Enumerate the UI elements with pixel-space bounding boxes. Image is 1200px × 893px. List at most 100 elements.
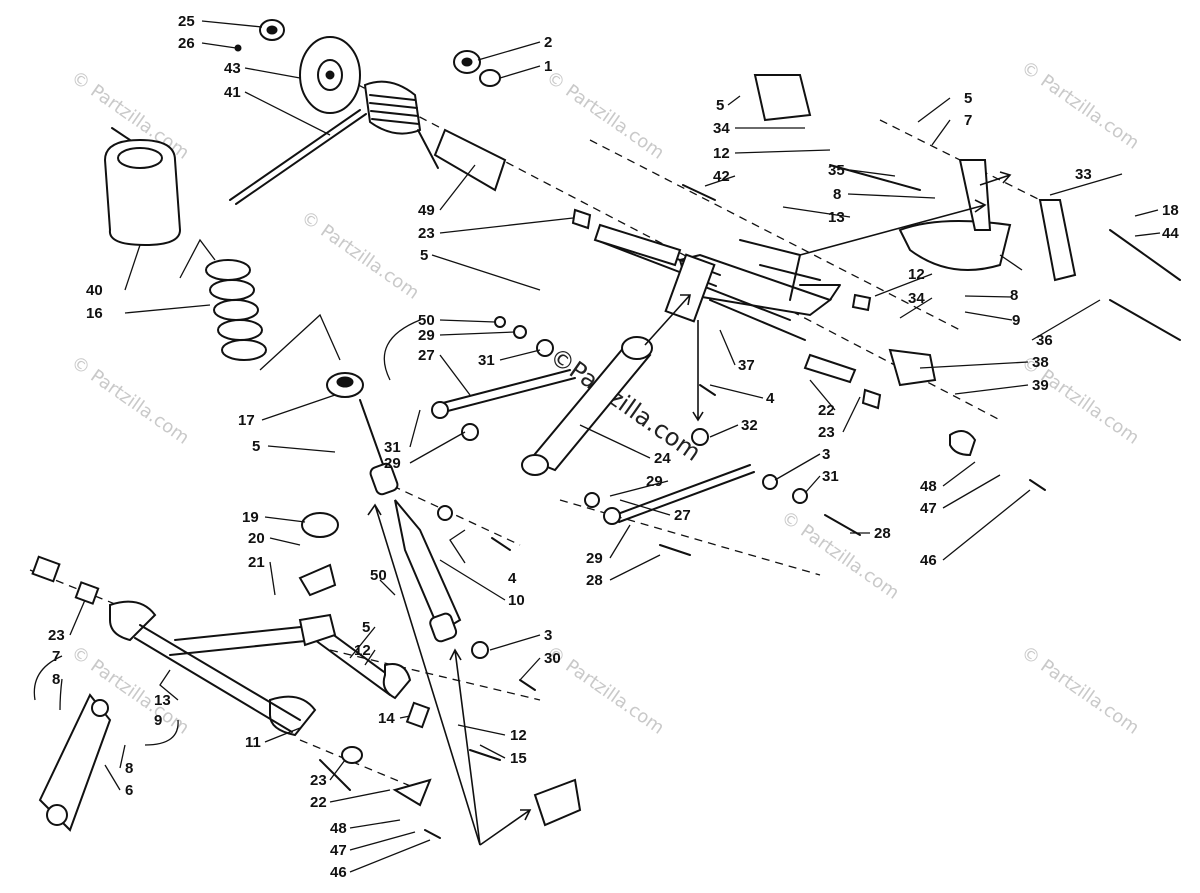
- callout-label: 23: [418, 225, 435, 242]
- callout-label: 35: [828, 162, 845, 179]
- shafts-and-tubes: [433, 128, 1181, 410]
- callout-label: 28: [586, 572, 603, 589]
- assembly-arrows: [367, 171, 1012, 846]
- callout-label: 38: [1032, 354, 1049, 371]
- callout-label: 33: [1075, 166, 1092, 183]
- callout-label: 3: [822, 446, 830, 463]
- shock-boot: [103, 127, 182, 247]
- watermark: © Partzilla.com: [542, 67, 668, 164]
- callout-label: 24: [654, 450, 671, 467]
- callout-label: 39: [1032, 377, 1049, 394]
- callout-label: 7: [964, 112, 972, 129]
- callout-label: 3: [544, 627, 552, 644]
- callout-label: 7: [52, 648, 60, 665]
- callout-label: 17: [238, 412, 255, 429]
- callout-label: 4: [766, 390, 775, 407]
- callout-label: 47: [920, 500, 937, 517]
- callout-label: 8: [52, 671, 60, 688]
- callout-label: 9: [154, 712, 162, 729]
- callout-label: 27: [418, 347, 435, 364]
- callout-label: 19: [242, 509, 259, 526]
- callout-label: 8: [1010, 287, 1018, 304]
- callout-label: 32: [741, 417, 758, 434]
- callout-label: 44: [1162, 225, 1179, 242]
- callout-label: 12: [908, 266, 925, 283]
- lower-arm-assembly: [31, 512, 582, 832]
- watermark: © Partzilla.com: [297, 207, 423, 304]
- callout-label: 2: [544, 34, 552, 51]
- callout-label: 40: [86, 282, 103, 299]
- callout-label: 42: [713, 168, 730, 185]
- callout-label: 8: [833, 186, 841, 203]
- coil-spring: [179, 238, 341, 371]
- callout-label: 48: [330, 820, 347, 837]
- callout-label: 12: [713, 145, 730, 162]
- callout-label: 48: [920, 478, 937, 495]
- callout-label: 5: [252, 438, 260, 455]
- front-arm-assembly: [595, 229, 841, 341]
- watermark: © Partzilla.com: [542, 642, 668, 739]
- callout-label: 13: [828, 209, 845, 226]
- callout-label: 14: [378, 710, 395, 727]
- callout-label: 46: [330, 864, 347, 881]
- callout-label: 36: [1036, 332, 1053, 349]
- callout-label: 12: [354, 642, 371, 659]
- callout-label: 31: [822, 468, 839, 485]
- callout-label: 16: [86, 305, 103, 322]
- callout-label: 46: [920, 552, 937, 569]
- callout-label: 9: [1012, 312, 1020, 329]
- callout-label: 34: [908, 290, 925, 307]
- callout-label: 31: [384, 439, 401, 456]
- callout-label: 10: [508, 592, 525, 609]
- callout-label: 50: [370, 567, 387, 584]
- callout-label: 20: [248, 530, 265, 547]
- leader-lines: [33, 20, 1161, 873]
- rear-shock: [326, 372, 462, 643]
- callout-label: 23: [818, 424, 835, 441]
- callout-label: 25: [178, 13, 195, 30]
- callout-label: 26: [178, 35, 195, 52]
- callout-label: 23: [310, 772, 327, 789]
- callout-label: 23: [48, 627, 65, 644]
- links-and-bolts: [424, 316, 1046, 839]
- callout-label: 47: [330, 842, 347, 859]
- callout-label: 6: [125, 782, 133, 799]
- callout-label: 22: [310, 794, 327, 811]
- callout-label: 5: [964, 90, 972, 107]
- callout-label: 50: [418, 312, 435, 329]
- watermark: © Partzilla.com: [1017, 57, 1143, 154]
- watermark: © Partzilla.com: [67, 352, 193, 449]
- watermark: © Partzilla.com: [777, 507, 903, 604]
- callout-label: 4: [508, 570, 517, 587]
- callout-label: 5: [420, 247, 428, 264]
- front-shock: [521, 336, 653, 476]
- idler-wheel-assembly: [234, 19, 501, 114]
- callout-label: 15: [510, 750, 527, 767]
- watermark: © Partzilla.com: [1017, 642, 1143, 739]
- callout-label: 29: [586, 550, 603, 567]
- callout-labels: 25 26 43 41 2 1 5 34 12 42 35 8 13 5 7 3…: [48, 13, 1179, 881]
- callout-label: 49: [418, 202, 435, 219]
- callout-label: 37: [738, 357, 755, 374]
- callout-label: 8: [125, 760, 133, 777]
- callout-label: 29: [646, 473, 663, 490]
- callout-label: 29: [384, 455, 401, 472]
- callout-label: 31: [478, 352, 495, 369]
- callout-label: 22: [818, 402, 835, 419]
- callout-label: 13: [154, 692, 171, 709]
- callout-label: 18: [1162, 202, 1179, 219]
- callout-label: 5: [362, 619, 370, 636]
- callout-label: 12: [510, 727, 527, 744]
- callout-label: 29: [418, 327, 435, 344]
- callout-label: 41: [224, 84, 241, 101]
- callout-label: 11: [245, 734, 261, 751]
- rail-bracket: [753, 74, 1077, 387]
- callout-label: 30: [544, 650, 561, 667]
- callout-label: 5: [716, 97, 724, 114]
- callout-label: 34: [713, 120, 730, 137]
- callout-label: 43: [224, 60, 241, 77]
- callout-label: 28: [874, 525, 891, 542]
- callout-label: 1: [544, 58, 552, 75]
